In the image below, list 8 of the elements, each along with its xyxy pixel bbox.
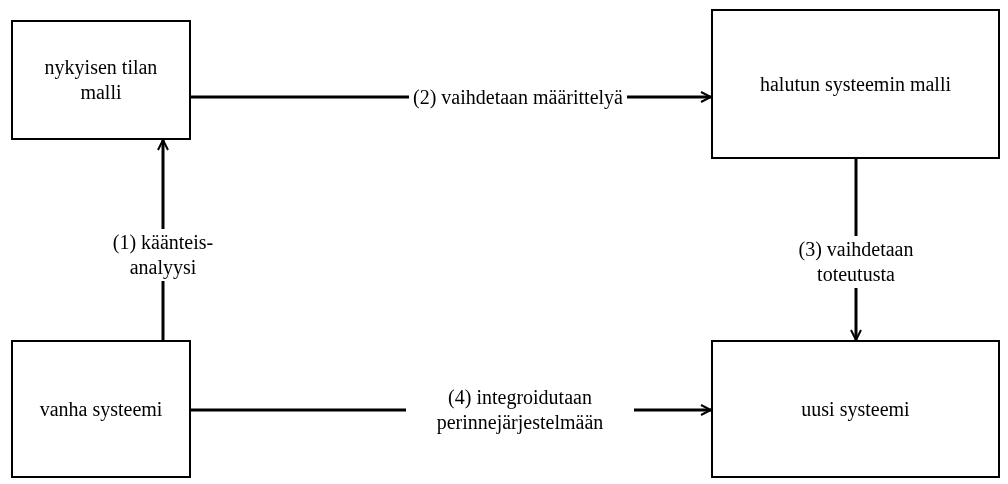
box-label: nykyisen tilan malli <box>43 55 159 105</box>
process-box <box>711 9 1000 159</box>
box-label: halutun systeemin malli <box>759 71 952 97</box>
process-box <box>11 20 191 140</box>
process-box <box>11 340 191 478</box>
box-label: uusi systeemi <box>801 396 910 422</box>
box-label: vanha systeemi <box>39 396 163 422</box>
process-box <box>711 340 1000 478</box>
